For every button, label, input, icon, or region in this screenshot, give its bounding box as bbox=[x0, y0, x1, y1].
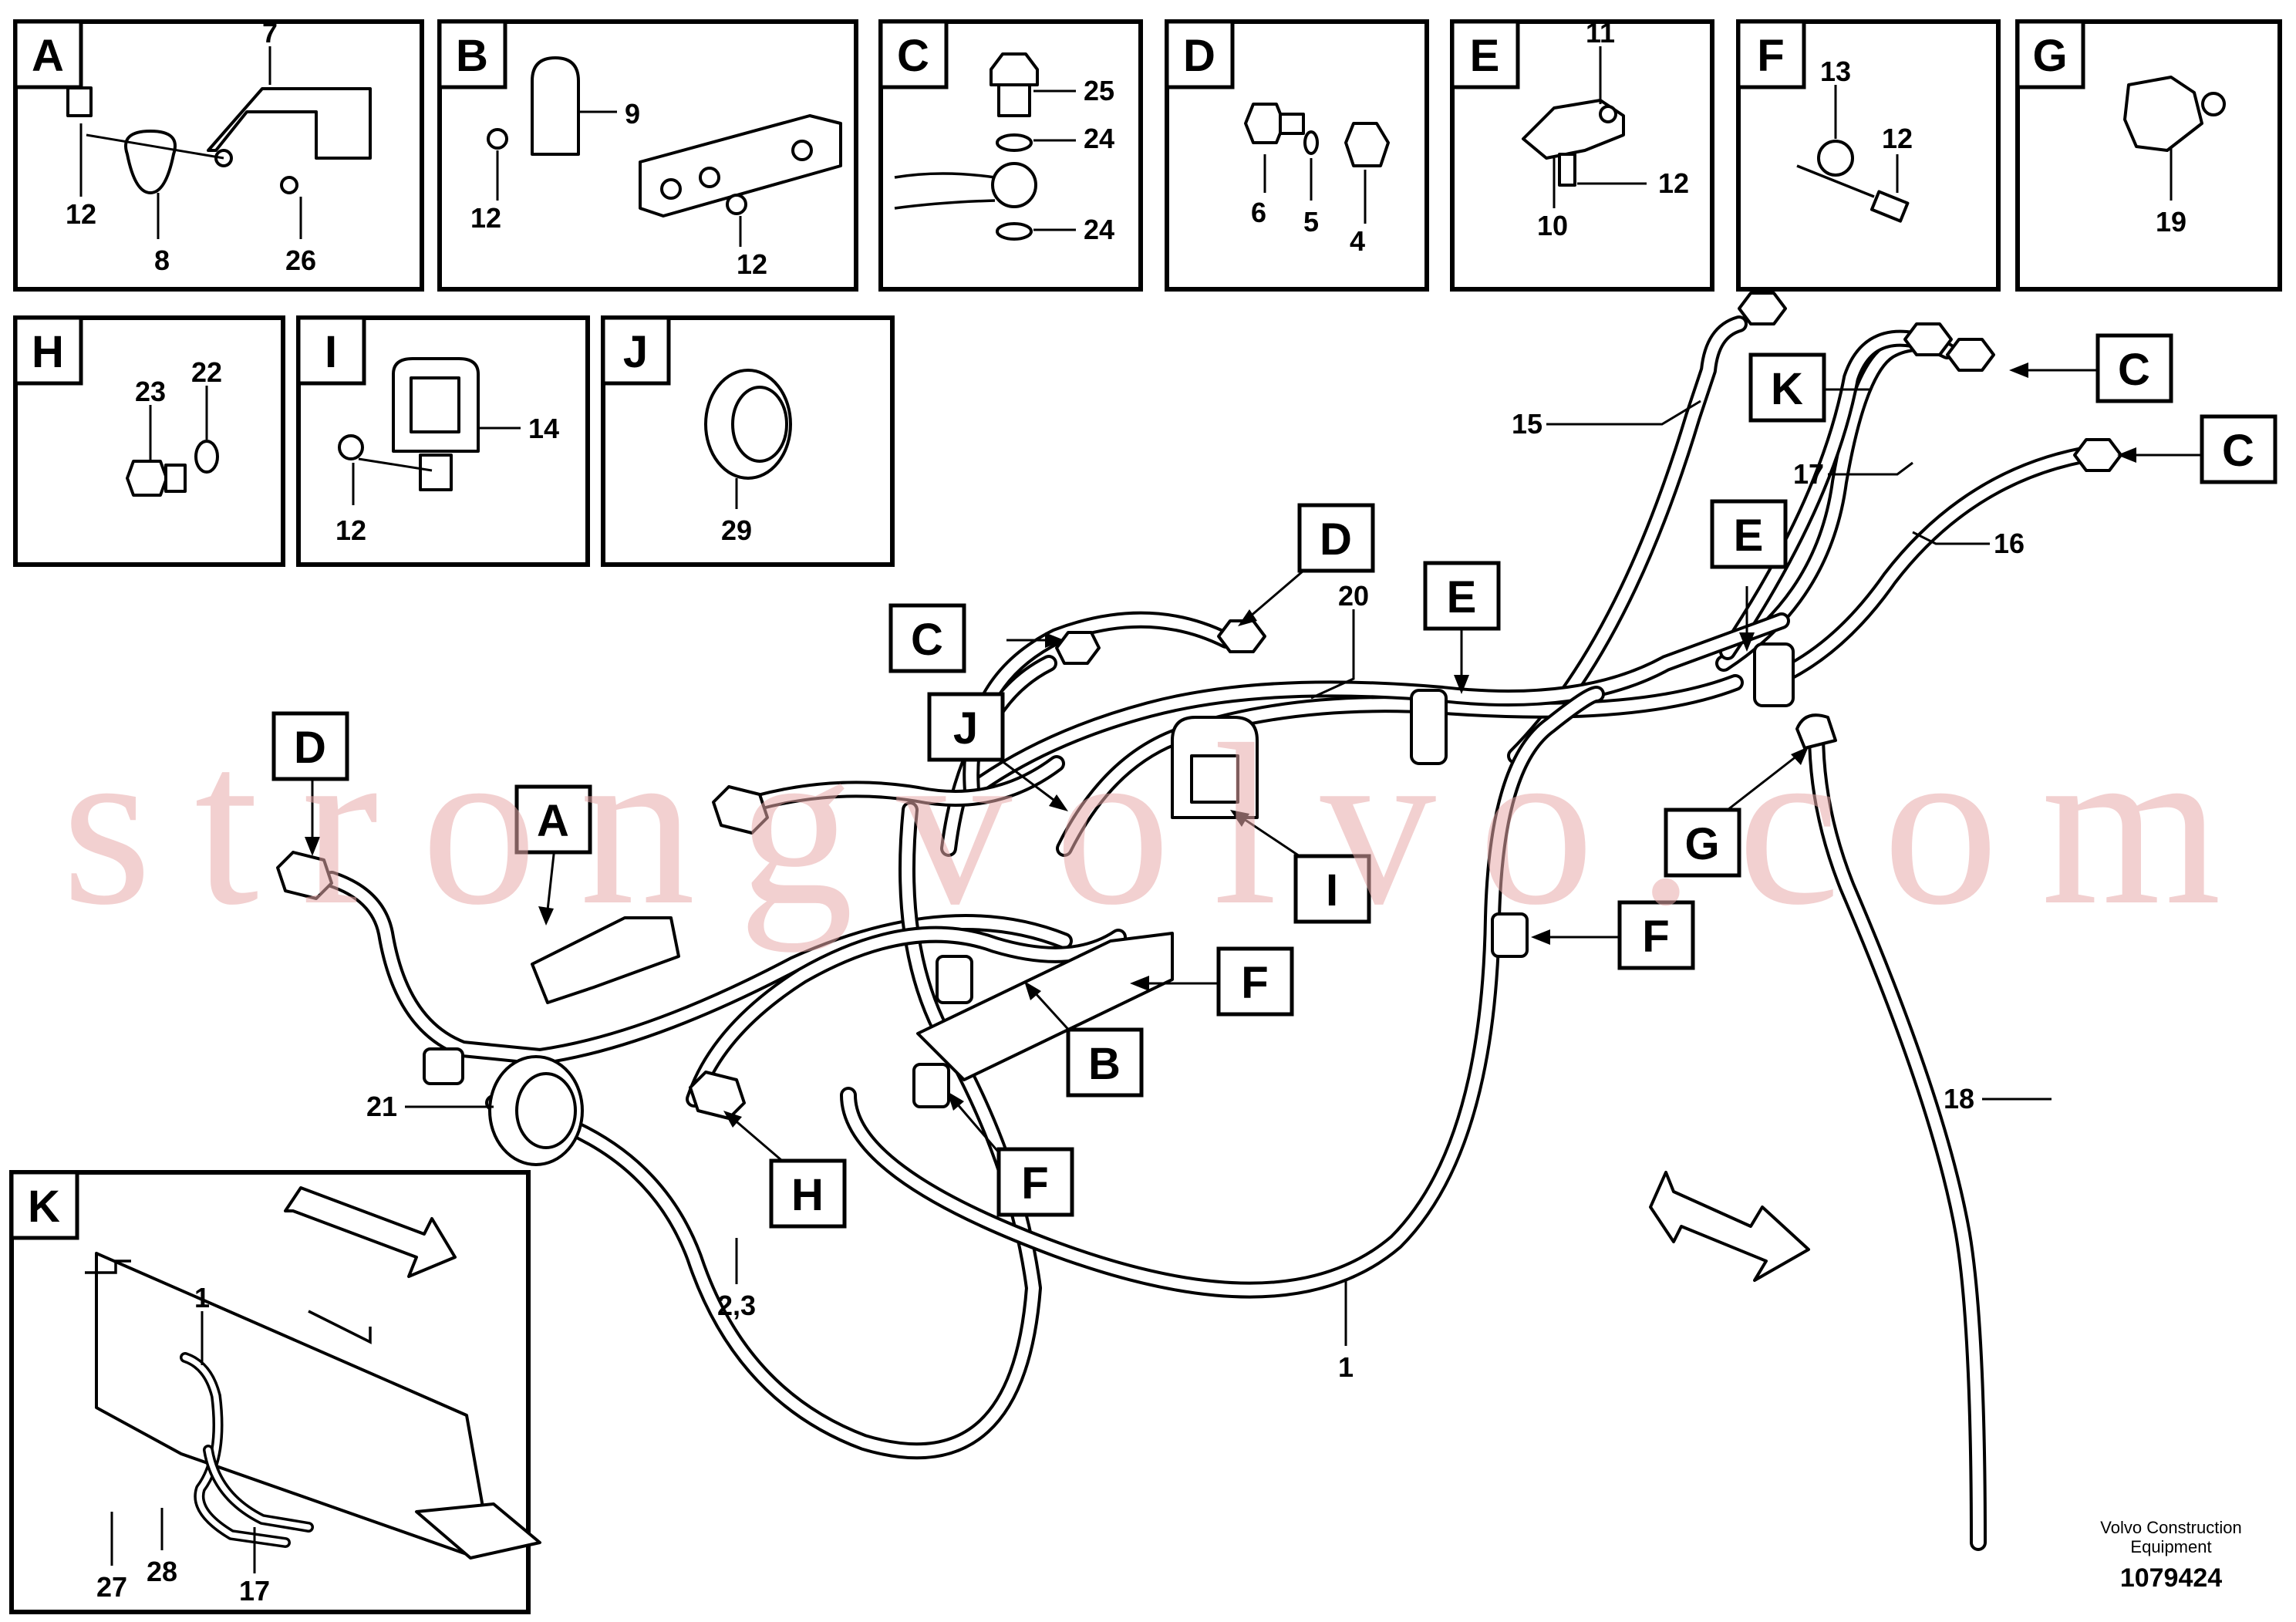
panel-b-letter: B bbox=[456, 31, 488, 81]
callout-j-29: 29 bbox=[721, 514, 752, 546]
callout-f-13: 13 bbox=[1820, 56, 1851, 87]
callout-f-12: 12 bbox=[1882, 123, 1913, 154]
callout-16: 16 bbox=[1994, 528, 2025, 559]
callout-d-4: 4 bbox=[1350, 225, 1365, 257]
callout-c-24-top: 24 bbox=[1084, 123, 1114, 154]
detail-panel-k: K 1 27 28 17 bbox=[9, 1170, 541, 1614]
detail-panel-f: F 13 12 bbox=[1736, 19, 2001, 292]
main-tag-b: B bbox=[1088, 1039, 1121, 1089]
document-number: 1079424 bbox=[2120, 1563, 2222, 1593]
detail-panel-a: A 7 12 8 26 bbox=[13, 17, 424, 292]
callout-a-26: 26 bbox=[285, 244, 316, 276]
callout-b-12-left: 12 bbox=[470, 202, 501, 234]
callout-a-7: 7 bbox=[262, 17, 278, 49]
main-tag-e-right: E bbox=[1734, 511, 1764, 561]
callout-h-22: 22 bbox=[191, 356, 222, 388]
callout-e-12: 12 bbox=[1658, 167, 1689, 199]
panel-j-letter: J bbox=[623, 327, 648, 377]
callout-d-6: 6 bbox=[1251, 197, 1266, 228]
callout-2-3: 2,3 bbox=[717, 1290, 756, 1321]
detail-panel-d: D 6 5 4 bbox=[1165, 19, 1429, 292]
callout-k-27: 27 bbox=[96, 1571, 127, 1603]
brand-line-1: Volvo Construction bbox=[2100, 1518, 2241, 1537]
callout-g-19: 19 bbox=[2156, 206, 2186, 238]
main-tag-c-top-right: C bbox=[2118, 345, 2150, 395]
panel-f-letter: F bbox=[1757, 31, 1784, 81]
callout-1: 1 bbox=[1338, 1351, 1354, 1383]
panel-k-letter: K bbox=[28, 1182, 60, 1232]
panel-i-letter: I bbox=[325, 327, 337, 377]
main-tag-h: H bbox=[791, 1170, 824, 1220]
callout-k-17: 17 bbox=[239, 1575, 270, 1607]
callout-i-14: 14 bbox=[528, 413, 559, 444]
detail-panel-j: J 29 bbox=[601, 315, 895, 567]
callout-d-5: 5 bbox=[1303, 206, 1319, 238]
main-tag-i: I bbox=[1326, 865, 1338, 916]
main-tag-d-left: D bbox=[294, 723, 326, 773]
detail-panel-g: G 19 bbox=[2015, 19, 2282, 292]
callout-c-25: 25 bbox=[1084, 75, 1114, 106]
callout-17: 17 bbox=[1793, 458, 1824, 490]
detail-panel-b: B 9 12 12 bbox=[437, 19, 858, 292]
panel-d-letter: D bbox=[1183, 31, 1215, 81]
callout-e-10: 10 bbox=[1537, 210, 1568, 241]
callout-k-28: 28 bbox=[147, 1556, 177, 1587]
panel-a-letter: A bbox=[32, 31, 64, 81]
callout-i-12: 12 bbox=[335, 514, 366, 546]
callout-k-1: 1 bbox=[194, 1282, 210, 1313]
callout-b-9: 9 bbox=[625, 98, 640, 130]
main-tag-d-center: D bbox=[1320, 514, 1352, 565]
brand-line-2: Equipment bbox=[2130, 1537, 2211, 1556]
callout-a-12: 12 bbox=[66, 198, 96, 230]
callout-15: 15 bbox=[1512, 408, 1542, 440]
main-tag-f-right: F bbox=[1642, 912, 1669, 962]
callout-20: 20 bbox=[1338, 580, 1369, 612]
callout-18: 18 bbox=[1944, 1083, 1974, 1114]
panel-e-letter: E bbox=[1470, 31, 1500, 81]
main-tags: D A C D J E K C C E I G F F B F H bbox=[271, 333, 2277, 1229]
callout-a-8: 8 bbox=[154, 244, 170, 276]
main-tag-f-bottom: F bbox=[1021, 1158, 1048, 1209]
detail-panel-c: C 25 24 24 bbox=[878, 19, 1143, 292]
main-tag-e-left: E bbox=[1447, 572, 1477, 622]
panel-h-letter: H bbox=[32, 327, 64, 377]
main-tag-k: K bbox=[1771, 364, 1803, 414]
main-callouts: 15 17 16 20 21 2,3 1 18 bbox=[366, 408, 2025, 1383]
callout-21: 21 bbox=[366, 1091, 397, 1122]
main-tag-c-center: C bbox=[911, 615, 943, 665]
callout-b-12-bottom: 12 bbox=[737, 248, 767, 280]
detail-panel-h: H 23 22 bbox=[13, 315, 285, 567]
main-tag-j: J bbox=[953, 703, 978, 754]
callout-h-23: 23 bbox=[135, 376, 166, 407]
callout-c-24-bottom: 24 bbox=[1084, 214, 1114, 245]
detail-panel-i: I 14 12 bbox=[296, 315, 590, 567]
main-tag-c-right: C bbox=[2222, 426, 2254, 476]
direction-arrow-icon bbox=[1649, 1171, 1810, 1282]
footer: Volvo Construction Equipment 1079424 bbox=[2100, 1518, 2241, 1593]
panel-c-letter: C bbox=[897, 31, 929, 81]
callout-e-11: 11 bbox=[1586, 17, 1615, 49]
detail-panel-e: E 11 12 10 bbox=[1450, 17, 1714, 292]
panel-g-letter: G bbox=[2032, 31, 2067, 81]
main-tag-f-center: F bbox=[1241, 958, 1268, 1008]
main-tag-g: G bbox=[1684, 819, 1719, 869]
main-tag-a: A bbox=[537, 796, 569, 846]
